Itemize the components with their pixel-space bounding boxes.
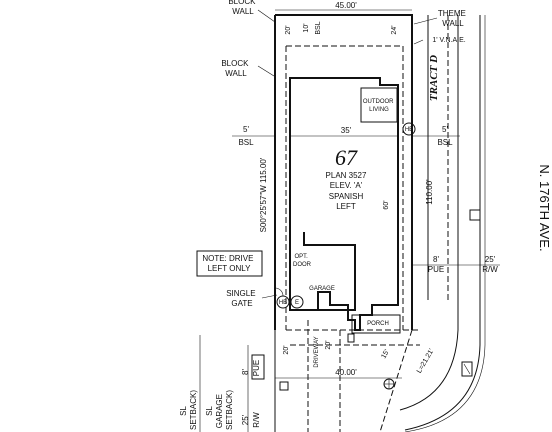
meter-box-mid bbox=[347, 333, 355, 343]
side-left-dim: 5' bbox=[243, 125, 249, 134]
setback-label-1: SL SETBACK) bbox=[179, 390, 198, 430]
street-name: N. 176TH AVE. bbox=[537, 164, 552, 251]
house-depth-dim: 60' bbox=[383, 200, 390, 209]
block-wall-left-label: BLOCK WALL bbox=[221, 59, 250, 78]
svg-text:HB: HB bbox=[279, 300, 287, 306]
svg-text:E: E bbox=[295, 300, 299, 306]
pue-left-dim: 8' bbox=[241, 369, 250, 375]
rw-right-label: R/W bbox=[482, 265, 498, 274]
utility-box-top bbox=[469, 209, 481, 221]
rw-left-label: R/W bbox=[252, 412, 261, 428]
side-right-bsl: BSL bbox=[437, 138, 453, 147]
style-label: SPANISH bbox=[329, 192, 364, 201]
block-wall-top-label: BLOCK WALL bbox=[228, 0, 257, 16]
street-curb bbox=[399, 15, 486, 432]
rear-left-dim: 20' bbox=[285, 25, 292, 34]
plan-label: PLAN 3527 bbox=[326, 171, 367, 180]
drive-20-dim: 20' bbox=[325, 340, 332, 349]
note-box bbox=[196, 250, 263, 277]
frontage-dim: 40.00' bbox=[335, 368, 357, 377]
setback-label-2: SL GARAGE SETBACK) bbox=[205, 390, 234, 430]
tract-label: TRACT D bbox=[428, 55, 440, 101]
porch-label: PORCH bbox=[367, 321, 389, 327]
bearing-dim: S00°25'57"W 115.00' bbox=[259, 157, 268, 232]
utility-box-bottom bbox=[461, 361, 473, 377]
house-width-dim: 35' bbox=[341, 126, 352, 135]
rear-right-dim: 24' bbox=[391, 25, 398, 34]
opt-door-label: OPT. DOOR bbox=[293, 254, 312, 268]
lot-depth-dim: 110.00' bbox=[425, 179, 434, 205]
side-right-dim: 5' bbox=[442, 125, 448, 134]
pue-right-dim: 8' bbox=[433, 255, 439, 264]
house-footprint bbox=[289, 77, 401, 334]
pue-left-label: PUE bbox=[252, 360, 261, 376]
hand-label: LEFT bbox=[336, 202, 356, 211]
lot-boundary bbox=[274, 14, 413, 432]
vnae-label: 1' V.N.A.E. bbox=[432, 37, 465, 44]
drive-15-dim: 15' bbox=[380, 349, 391, 360]
hose-bib-right: HB bbox=[402, 122, 416, 136]
theme-wall-label: THEME WALL bbox=[438, 9, 468, 28]
pue-left-box bbox=[251, 354, 265, 380]
rear-bsl-label: BSL bbox=[315, 21, 322, 34]
elevation-label: ELEV. 'A' bbox=[330, 181, 363, 190]
driveway-label: DRIVEWAY bbox=[314, 336, 320, 367]
note-text: NOTE: DRIVE LEFT ONLY bbox=[202, 254, 255, 273]
electric-meter: E bbox=[290, 295, 304, 309]
lot-width-dim: 45.00' bbox=[335, 1, 357, 10]
rear-bsl-dim: 10' bbox=[303, 23, 310, 32]
side-left-bsl: BSL bbox=[238, 138, 254, 147]
lot-number: 67 bbox=[335, 145, 358, 170]
garage-label: GARAGE bbox=[309, 286, 335, 292]
svg-text:HB: HB bbox=[405, 127, 413, 133]
rw-right-dim: 25' bbox=[485, 255, 496, 264]
front-20-dim: 20' bbox=[283, 345, 290, 354]
curve-label: L=21.21' bbox=[416, 348, 435, 375]
rw-left-dim: 25' bbox=[241, 414, 250, 425]
single-gate-label: SINGLE GATE bbox=[226, 289, 258, 308]
meter-box-left bbox=[279, 381, 289, 391]
pue-right-label: PUE bbox=[428, 265, 444, 274]
hose-bib-left: HB bbox=[276, 295, 290, 309]
outdoor-living-label: OUTDOOR LIVING bbox=[363, 99, 395, 113]
